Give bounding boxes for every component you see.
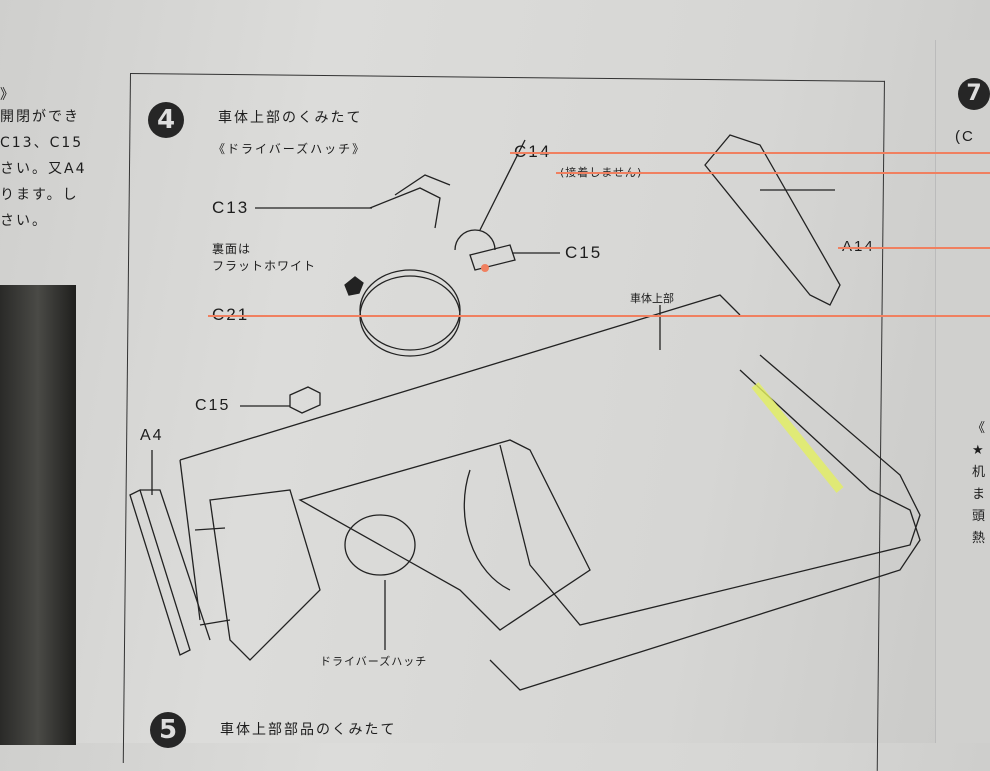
label-c14-note: (接着しません) — [556, 164, 990, 180]
label-drivers-hatch: ドライバーズハッチ — [320, 655, 428, 668]
left-column-text: 》 開閉ができ C13、C15 さい。又A4 ります。し さい。 — [0, 87, 87, 229]
step-4-subtitle: 《ドライバーズハッチ》 — [213, 142, 367, 156]
right-page-paren: (C — [955, 128, 975, 145]
label-upper-hull: 車体上部 — [630, 292, 674, 305]
label-c15-bottom: C15 — [195, 397, 231, 414]
assembly-diagram — [129, 134, 921, 691]
label-c21: C21 — [208, 305, 990, 325]
background-photo — [0, 285, 76, 745]
step-4-badge: 4 — [148, 102, 184, 138]
label-c15-top: C15 — [565, 243, 603, 262]
label-c14: C14 — [510, 142, 990, 162]
label-a14: A14 — [838, 238, 990, 255]
note-line-2: フラットホワイト — [212, 259, 317, 273]
orange-highlight — [481, 264, 489, 272]
step-7-badge: 7 — [958, 78, 990, 110]
step-5-badge: 5 — [150, 712, 186, 748]
yellow-highlight — [751, 382, 844, 493]
right-page-text: 《★机 ま頭熱 — [972, 421, 986, 546]
step-5-title: 車体上部部品のくみたて — [220, 722, 397, 738]
note-line-1: 裏面は — [212, 242, 252, 256]
right-page — [935, 40, 990, 743]
label-a4: A4 — [140, 427, 164, 444]
step-4-title: 車体上部のくみたて — [218, 110, 363, 126]
label-c13: C13 — [212, 198, 250, 217]
